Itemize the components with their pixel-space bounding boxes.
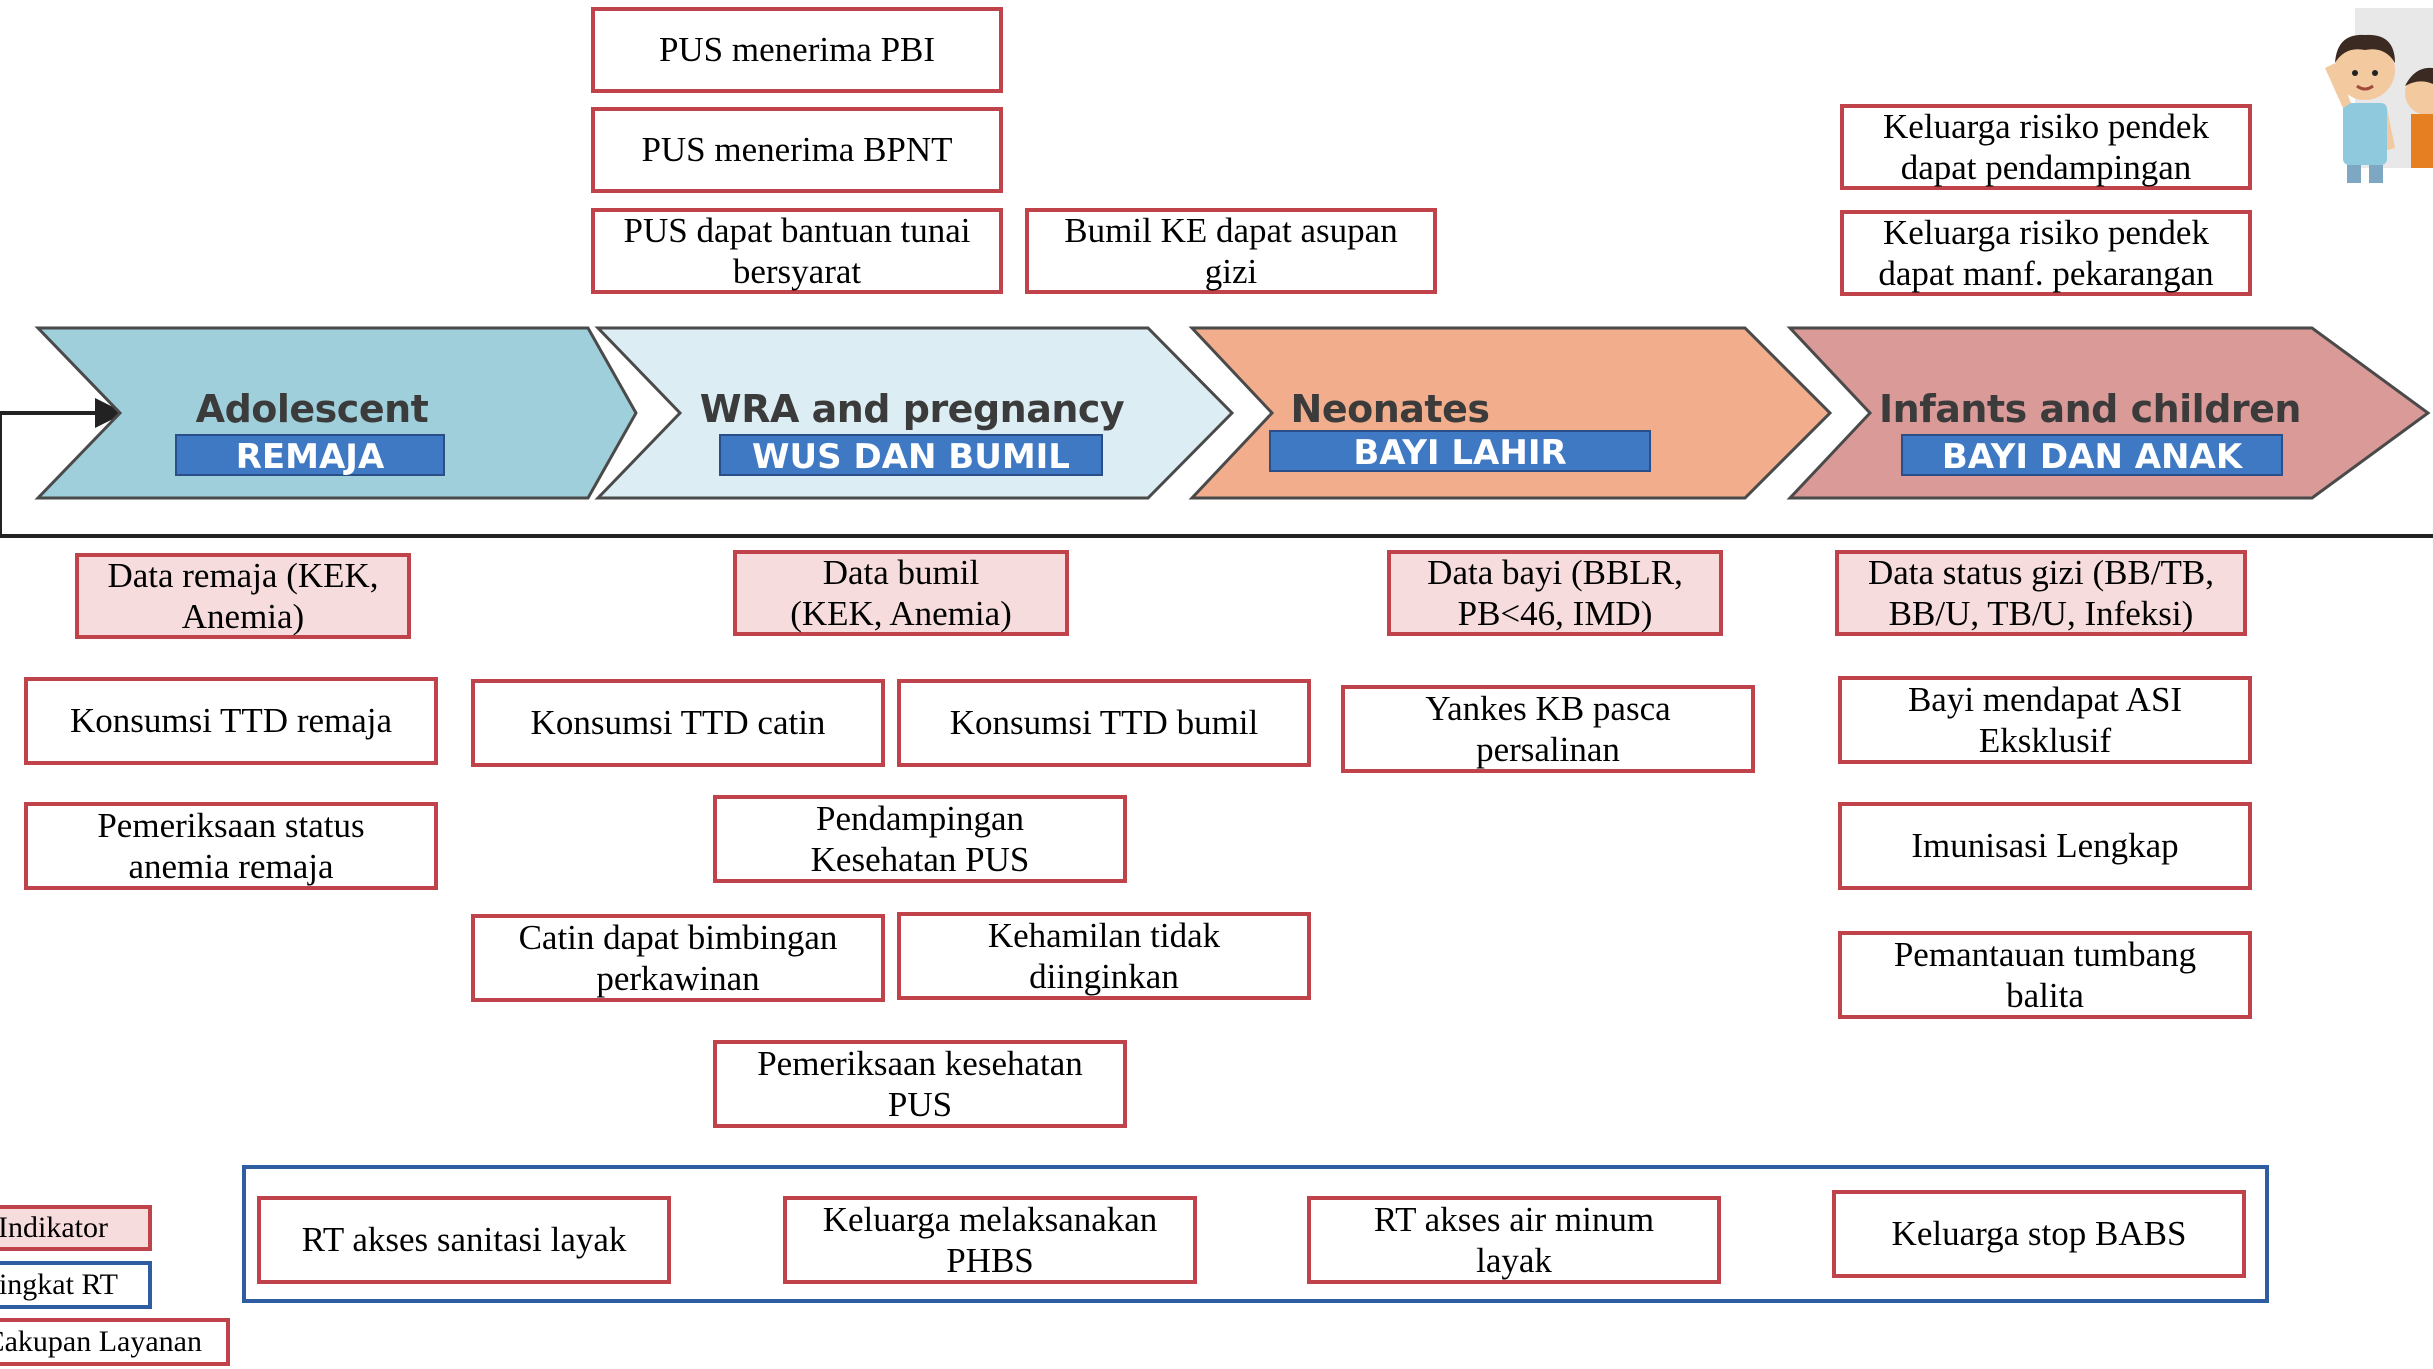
stage-tag-wra-bg [719, 434, 1103, 476]
children-icon [2325, 8, 2433, 183]
box-kb-pasca: Yankes KB pasca persalinan [1341, 685, 1755, 773]
box-ttd-catin-text: Konsumsi TTD catin [530, 703, 826, 743]
lifecycle-frame [0, 413, 2433, 538]
box-pus-bantuan: PUS dapat bantuan tunai bersyarat [591, 208, 1003, 294]
legend-tingkat-rt-text: Tingkat RT [0, 1268, 118, 1301]
box-data-remaja: Data remaja (KEK, Anemia) [75, 553, 411, 639]
box-kehamilan-text: Kehamilan tidak diinginkan [987, 915, 1221, 996]
box-data-remaja-text: Data remaja (KEK, Anemia) [107, 555, 379, 636]
box-data-status-gizi-text: Data status gizi (BB/TB, BB/U, TB/U, Inf… [1867, 552, 2215, 633]
box-data-status-gizi: Data status gizi (BB/TB, BB/U, TB/U, Inf… [1835, 550, 2247, 636]
stage-label-infants: Infants and children [1879, 387, 2301, 431]
box-tumbang-text: Pemantauan tumbang balita [1893, 934, 2197, 1015]
box-pemeriksaan-pus: Pemeriksaan kesehatan PUS [713, 1040, 1127, 1128]
stage-label-adolescent: Adolescent [196, 387, 429, 431]
legend-indikator-text: Indikator [0, 1211, 108, 1244]
box-bumil-ke-text: Bumil KE dapat asupan gizi [1064, 210, 1398, 291]
connector-arrowhead [95, 398, 125, 428]
box-data-bayi-text: Data bayi (BBLR, PB<46, IMD) [1427, 552, 1683, 633]
box-keluarga-pendampingan: Keluarga risiko pendek dapat pendampinga… [1840, 104, 2252, 190]
box-asi-text: Bayi mendapat ASI Eksklusif [1907, 679, 2183, 760]
stage-tag-infants-bg [1901, 434, 2283, 476]
legend-tingkat-rt: Tingkat RT [0, 1261, 152, 1309]
box-pus-pbi-text: PUS menerima PBI [658, 30, 936, 70]
box-catin-bimbingan-text: Catin dapat bimbingan perkawinan [518, 917, 838, 998]
box-air-minum: RT akses air minum layak [1307, 1196, 1721, 1284]
box-anemia-remaja: Pemeriksaan status anemia remaja [24, 802, 438, 890]
box-kehamilan: Kehamilan tidak diinginkan [897, 912, 1311, 1000]
box-pus-bpnt: PUS menerima BPNT [591, 107, 1003, 193]
legend-indikator: Indikator [0, 1205, 152, 1251]
box-pus-pbi: PUS menerima PBI [591, 7, 1003, 93]
box-babs-text: Keluarga stop BABS [1891, 1214, 2187, 1254]
box-pendampingan-pus-text: Pendampingan Kesehatan PUS [810, 798, 1030, 879]
box-sanitasi-text: RT akses sanitasi layak [301, 1220, 627, 1260]
box-phbs: Keluarga melaksanakan PHBS [783, 1196, 1197, 1284]
box-imunisasi-text: Imunisasi Lengkap [1911, 826, 2179, 866]
box-ttd-bumil: Konsumsi TTD bumil [897, 679, 1311, 767]
box-keluarga-pekarangan: Keluarga risiko pendek dapat manf. pekar… [1840, 210, 2252, 296]
stage-label-neonates: Neonates [1291, 387, 1490, 431]
box-tumbang: Pemantauan tumbang balita [1838, 931, 2252, 1019]
box-data-bumil: Data bumil (KEK, Anemia) [733, 550, 1069, 636]
box-ttd-catin: Konsumsi TTD catin [471, 679, 885, 767]
household-frame [242, 1165, 2269, 1303]
box-imunisasi: Imunisasi Lengkap [1838, 802, 2252, 890]
box-data-bayi: Data bayi (BBLR, PB<46, IMD) [1387, 550, 1723, 636]
box-kb-pasca-text: Yankes KB pasca persalinan [1425, 688, 1671, 769]
box-pemeriksaan-pus-text: Pemeriksaan kesehatan PUS [757, 1043, 1083, 1124]
stage-label-wra: WRA and pregnancy [700, 387, 1125, 431]
box-data-bumil-text: Data bumil (KEK, Anemia) [790, 552, 1012, 633]
lifecycle-arrows: Adolescent REMAJA WRA and pregnancy WUS … [0, 326, 2433, 538]
box-anemia-remaja-text: Pemeriksaan status anemia remaja [97, 805, 365, 886]
box-catin-bimbingan: Catin dapat bimbingan perkawinan [471, 914, 885, 1002]
box-pendampingan-pus: Pendampingan Kesehatan PUS [713, 795, 1127, 883]
stage-tag-neonates-bg [1269, 430, 1651, 472]
box-keluarga-pendampingan-text: Keluarga risiko pendek dapat pendampinga… [1883, 106, 2209, 187]
box-ttd-remaja-text: Konsumsi TTD remaja [69, 701, 393, 741]
box-babs: Keluarga stop BABS [1832, 1190, 2246, 1278]
box-ttd-remaja: Konsumsi TTD remaja [24, 677, 438, 765]
stage-tag-adolescent-bg [175, 434, 445, 476]
box-ttd-bumil-text: Konsumsi TTD bumil [949, 703, 1259, 743]
box-pus-bpnt-text: PUS menerima BPNT [641, 130, 953, 170]
stage-tag-wra: WUS DAN BUMIL [752, 437, 1070, 477]
box-air-minum-text: RT akses air minum layak [1373, 1199, 1655, 1280]
box-pus-bantuan-text: PUS dapat bantuan tunai bersyarat [623, 210, 971, 291]
box-sanitasi: RT akses sanitasi layak [257, 1196, 671, 1284]
stage-tag-neonates: BAYI LAHIR [1353, 433, 1566, 473]
legend-cakupan-layanan-text: Cakupan Layanan [0, 1325, 202, 1358]
stage-tag-infants: BAYI DAN ANAK [1942, 437, 2244, 477]
box-asi: Bayi mendapat ASI Eksklusif [1838, 676, 2252, 764]
stage-tag-adolescent: REMAJA [236, 437, 385, 477]
box-bumil-ke: Bumil KE dapat asupan gizi [1025, 208, 1437, 294]
legend-cakupan-layanan: Cakupan Layanan [0, 1318, 230, 1366]
box-keluarga-pekarangan-text: Keluarga risiko pendek dapat manf. pekar… [1878, 212, 2214, 293]
box-phbs-text: Keluarga melaksanakan PHBS [822, 1199, 1158, 1280]
